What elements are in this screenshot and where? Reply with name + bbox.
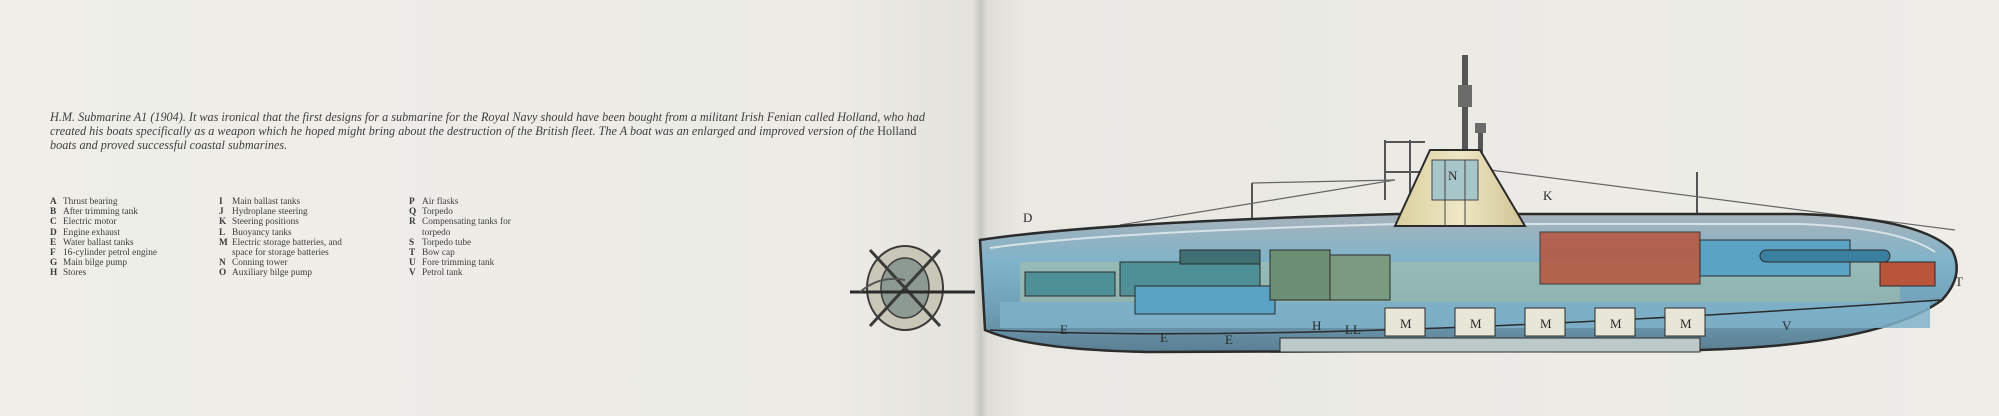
caption-italic: H.M. Submarine A1 (1904). It was ironica… (50, 110, 925, 138)
callout-LL: LL (1345, 322, 1361, 337)
legend-text: Electric storage batteries, and space fo… (232, 237, 342, 259)
callout-N: N (1448, 168, 1458, 183)
left-page (0, 0, 980, 416)
legend-item-A: A Thrust bearing (50, 197, 210, 207)
callout-M-2: M (1470, 316, 1482, 331)
callout-E-2: E (1160, 330, 1168, 345)
conning-tower (1393, 149, 1527, 227)
legend-item-I: I Main ballast tanks (219, 197, 394, 207)
legend-text: Main bilge pump (63, 258, 128, 269)
legend-key: G (50, 258, 58, 269)
legend-key: S (409, 237, 415, 248)
engine-room-machinery (1024, 249, 1391, 315)
legend-text: Electric motor (63, 217, 117, 228)
legend-key: V (409, 268, 416, 279)
legend-text: Auxiliary bilge pump (232, 268, 313, 279)
legend-key: J (219, 207, 224, 218)
legend-text: Water ballast tanks (63, 237, 134, 248)
legend-item-P: P Air flasks (409, 197, 569, 207)
legend-text: Air flasks (422, 197, 459, 207)
legend-key: M (219, 237, 228, 248)
legend-key: N (219, 258, 226, 269)
callout-M-5: M (1680, 316, 1692, 331)
legend-text: 16-cylinder petrol engine (63, 248, 157, 259)
legend-key: P (409, 197, 415, 207)
legend-item-G: G Main bilge pump (50, 258, 210, 268)
legend-text: Petrol tank (422, 268, 463, 279)
legend-item-V: V Petrol tank (409, 268, 569, 278)
legend-item-H: H Stores (50, 268, 210, 278)
legend-item-E: E Water ballast tanks (50, 238, 210, 248)
legend-item-F: F 16-cylinder petrol engine (50, 248, 210, 258)
legend-text: Conning tower (232, 258, 288, 269)
callout-M-4: M (1610, 316, 1622, 331)
legend-key: D (50, 227, 57, 238)
legend-key: L (219, 227, 226, 238)
legend-key: B (50, 207, 57, 218)
legend-key: U (409, 258, 416, 269)
legend-key: R (409, 217, 416, 228)
legend-key: T (409, 248, 416, 259)
legend-item-R: R Compensating tanks for torpedo (409, 217, 569, 237)
legend-text: Thrust bearing (63, 197, 118, 207)
legend-text: Bow cap (422, 248, 455, 259)
legend-key: F (50, 248, 56, 259)
legend-item-T: T Bow cap (409, 248, 569, 258)
callout-M-1: M (1400, 316, 1412, 331)
legend-item-O: O Auxiliary bilge pump (219, 268, 394, 278)
storage-batteries-row (1279, 337, 1701, 353)
callout-H: H (1312, 318, 1322, 333)
stern-propeller (850, 245, 975, 331)
legend-item-L: L Buoyancy tanks (219, 228, 394, 238)
legend-text: Engine exhaust (63, 227, 121, 238)
legend-item-K: K Steering positions (219, 217, 394, 227)
legend-text: Torpedo (422, 207, 453, 218)
legend-key: H (50, 268, 58, 279)
legend-key: A (50, 197, 57, 207)
legend-text: Main ballast tanks (232, 197, 301, 207)
legend-key: E (50, 237, 57, 248)
legend-item-J: J Hydroplane steering (219, 207, 394, 217)
legend-key: Q (409, 207, 417, 218)
ballast-tank-panels (1384, 307, 1706, 337)
callout-V: V (1782, 318, 1792, 333)
callout-D: D (1023, 210, 1033, 225)
legend-text: Stores (63, 268, 87, 279)
caption-boat-name: Holland (877, 124, 917, 138)
figure-caption: H.M. Submarine A1 (1904). It was ironica… (50, 110, 930, 152)
callout-E-1: E (1060, 322, 1068, 337)
legend-text: Steering positions (232, 217, 299, 228)
legend-item-D: D Engine exhaust (50, 228, 210, 238)
legend-item-N: N Conning tower (219, 258, 394, 268)
legend-text: After trimming tank (63, 207, 138, 218)
legend-item-C: C Electric motor (50, 217, 210, 227)
legend-text: Compensating tanks for torpedo (422, 217, 511, 238)
battery-and-torpedo-compartment (1539, 231, 1936, 287)
legend-key: I (219, 197, 223, 207)
legend-text: Buoyancy tanks (232, 227, 292, 238)
legend-item-U: U Fore trimming tank (409, 258, 569, 268)
legend-key: O (219, 268, 227, 279)
legend-text: Hydroplane steering (232, 207, 308, 218)
callout-K: K (1543, 188, 1553, 203)
legend-key: K (219, 217, 227, 228)
legend-item-B: B After trimming tank (50, 207, 210, 217)
legend-text: Fore trimming tank (422, 258, 495, 269)
legend-item-Q: Q Torpedo (409, 207, 569, 217)
callout-E-3: E (1225, 332, 1233, 347)
legend-item-S: S Torpedo tube (409, 238, 569, 248)
callout-M-3: M (1540, 316, 1552, 331)
legend-item-M: M Electric storage batteries, and space f… (219, 238, 394, 258)
callout-T: T (1955, 274, 1963, 289)
legend-key: C (50, 217, 57, 228)
legend-text: Torpedo tube (422, 237, 472, 248)
caption-italic-end: boats and proved successful coastal subm… (50, 138, 288, 152)
